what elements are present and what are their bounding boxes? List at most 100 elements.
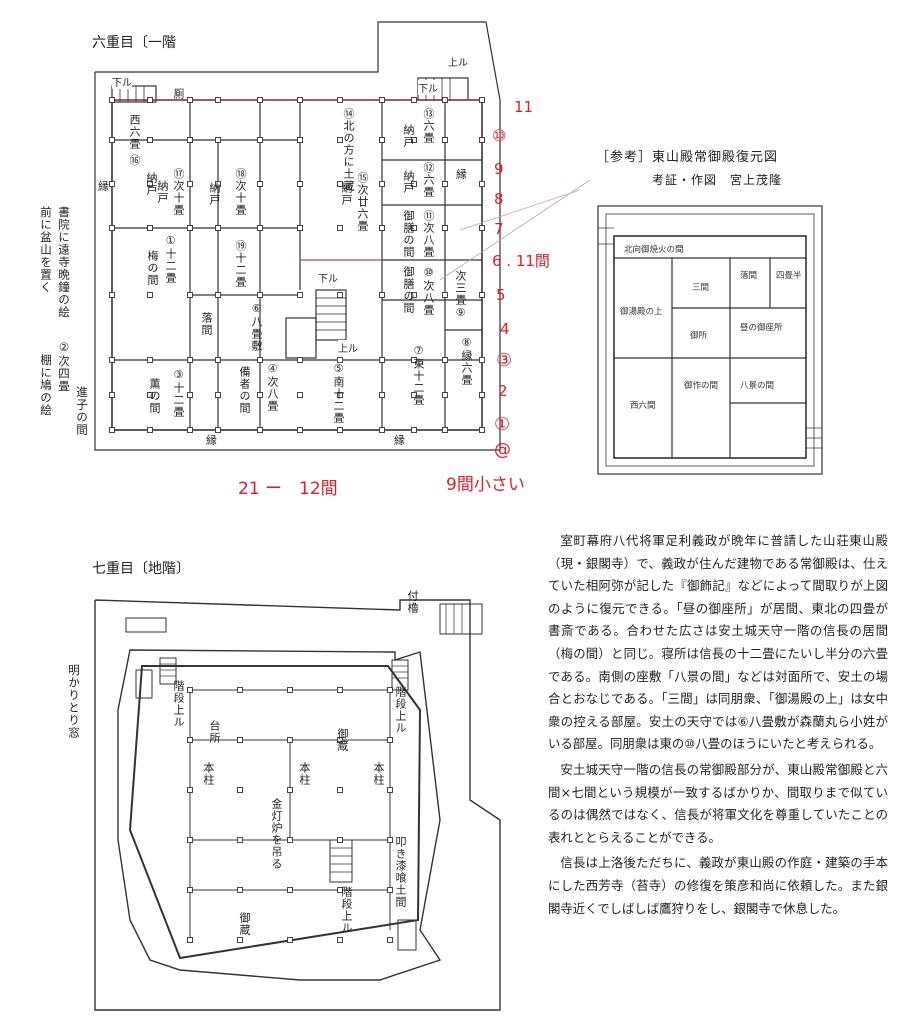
room-label: 御膳の間 — [402, 210, 415, 258]
post-marker — [411, 427, 417, 433]
stair-label: 下ル — [112, 74, 132, 89]
post-marker — [337, 292, 343, 298]
post-marker — [387, 887, 393, 893]
post-marker — [337, 787, 343, 793]
post-marker — [257, 181, 263, 187]
room-label: ⑫六畳 — [422, 162, 435, 198]
post-marker — [187, 97, 193, 103]
post-marker — [297, 137, 303, 143]
room-label: ⑮次廿六畳 — [356, 172, 369, 232]
room-label: 納戸 — [340, 182, 353, 206]
room-label: 薫の間 — [148, 378, 161, 414]
post-marker — [442, 137, 448, 143]
room-label: 縁 — [206, 434, 217, 447]
post-marker — [187, 427, 193, 433]
handwritten-number: 4 — [500, 320, 510, 338]
stair-label: 下ル — [418, 80, 438, 95]
post-marker — [257, 97, 263, 103]
post-marker — [442, 427, 448, 433]
post-marker — [411, 392, 417, 398]
stair-label: 上ル — [448, 54, 468, 69]
post-marker — [187, 137, 193, 143]
post-marker — [257, 292, 263, 298]
post-marker — [387, 787, 393, 793]
post-marker — [237, 687, 243, 693]
room-label: 縁 — [98, 180, 109, 193]
room-label: 納戸 — [145, 172, 158, 196]
post-marker — [379, 97, 385, 103]
handwritten-number: 6 . 11間 — [492, 252, 550, 270]
room-label: ⑭北の方に土蔵 — [342, 108, 355, 192]
handwritten-number: 5 — [496, 286, 506, 304]
room-label: 本柱 — [372, 762, 385, 786]
room-label: 厠 — [172, 88, 185, 100]
post-marker — [237, 787, 243, 793]
body-text: 室町幕府八代将軍足利義政が晩年に普請した山荘東山殿（現・銀閣寺）で、義政が住んだ… — [548, 530, 888, 923]
room-label: ①十二畳 — [164, 234, 177, 284]
room-label: ⑧縁六畳 — [460, 336, 473, 386]
room-label: 階段上ル — [172, 680, 185, 728]
post-marker — [187, 837, 193, 843]
room-label: 納戸 — [402, 170, 415, 194]
room-label: 納戸 — [156, 180, 169, 204]
room-label: 叩き漆喰土間 — [394, 836, 407, 908]
handwritten-pencil-lines — [439, 179, 591, 281]
room-label: ⑪次八畳 — [422, 210, 435, 258]
window-label: 明かりとり窓 — [67, 664, 81, 739]
post-marker — [187, 292, 193, 298]
reference-plan: 北向御焼火の間 落間 四畳半 御湯殿の上 三間 昼の御座所 御所 西六間 御作の… — [597, 205, 823, 475]
handwritten-note: 9間小さい — [446, 475, 525, 495]
post-marker — [187, 357, 193, 363]
paragraph: 安土城天守一階の信長の常御殿部分が、東山殿常御殿と六間×七間という規模が一致する… — [548, 761, 888, 845]
room-label: 備者の間 — [238, 366, 251, 414]
post-marker — [337, 837, 343, 843]
room-label: 納戸 — [208, 182, 221, 206]
ref-room-label: 御作の間 — [684, 380, 718, 391]
post-marker — [215, 292, 221, 298]
post-marker — [379, 137, 385, 143]
side-note: 前に盆山を置く — [39, 206, 53, 294]
post-marker — [379, 357, 385, 363]
room-label: 階段上ル — [340, 886, 353, 934]
stair-label: 上ル — [338, 340, 358, 355]
reference-heading: ［参考］東山殿常御殿復元図 — [596, 150, 779, 165]
room-label: 次三畳⑨ — [454, 270, 467, 320]
post-marker — [257, 427, 263, 433]
post-marker — [147, 137, 153, 143]
post-marker — [442, 181, 448, 187]
floor1-plan — [94, 21, 501, 451]
handwritten-number: 2 — [498, 382, 508, 400]
post-marker — [411, 225, 417, 231]
post-marker — [109, 292, 115, 298]
handwritten-number: ⑩ — [492, 126, 507, 145]
post-marker — [442, 357, 448, 363]
post-marker — [147, 392, 153, 398]
post-marker — [147, 181, 153, 187]
post-marker — [109, 97, 115, 103]
post-marker — [387, 737, 393, 743]
floor0-plan — [94, 599, 501, 1011]
post-marker — [109, 427, 115, 433]
post-marker — [411, 292, 417, 298]
side-note: 進子の間 — [75, 386, 89, 436]
ref-room-label: 西六間 — [630, 400, 656, 411]
ref-room-label: 四畳半 — [776, 270, 802, 281]
room-label: 御蔵 — [238, 912, 251, 936]
room-label: 縁 — [394, 434, 405, 447]
post-marker — [257, 137, 263, 143]
post-marker — [411, 137, 417, 143]
post-marker — [337, 137, 343, 143]
post-marker — [337, 937, 343, 943]
paragraph: 室町幕府八代将軍足利義政が晩年に普請した山荘東山殿（現・銀閣寺）で、義政が住んだ… — [548, 533, 888, 752]
side-note: ②次四畳 — [57, 340, 71, 393]
post-marker — [187, 937, 193, 943]
room-label: ⑦東十二畳 — [412, 344, 425, 406]
room-label: 付櫓 — [406, 590, 419, 614]
post-marker — [109, 137, 115, 143]
handwritten-number: 11 — [514, 98, 534, 116]
post-marker — [237, 737, 243, 743]
post-marker — [187, 687, 193, 693]
post-marker — [215, 357, 221, 363]
post-marker — [479, 97, 485, 103]
room-label: 階段上ル — [394, 686, 407, 734]
